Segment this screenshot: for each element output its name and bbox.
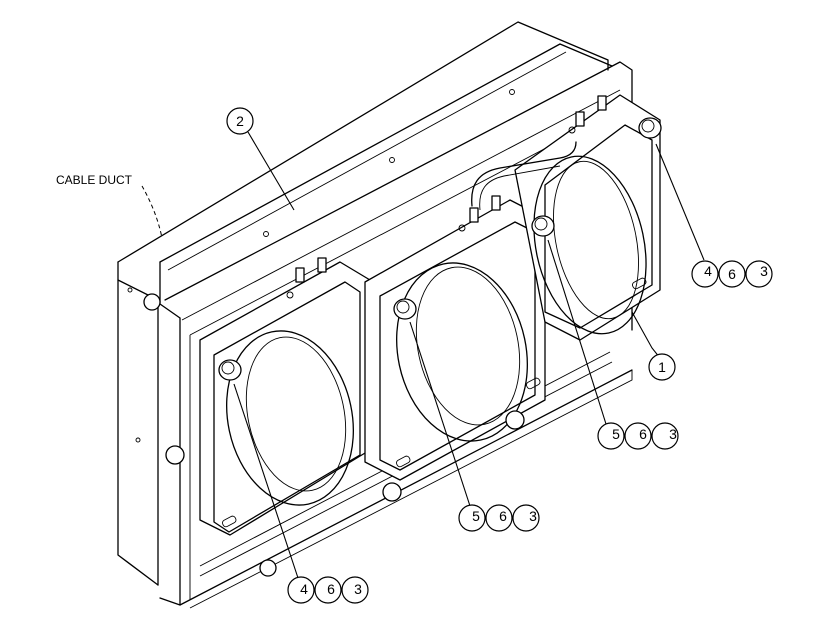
callout-5-6-3-mid-lower: 5 6 3 — [458, 504, 540, 532]
callout-number: 6 — [728, 266, 736, 282]
callout-4-6-3-left: 4 6 3 — [287, 576, 369, 604]
callout-5-6-3-mid-upper: 5 6 3 — [597, 422, 679, 450]
callout-number: 3 — [760, 263, 768, 279]
callout-number: 5 — [612, 426, 620, 442]
callout-4-6-3-right: 4 6 3 — [691, 260, 773, 288]
callout-number: 3 — [669, 426, 677, 442]
leader-lines — [141, 131, 705, 579]
callout-2: 2 — [226, 107, 254, 135]
callout-number: 6 — [499, 508, 507, 524]
cable-duct-label: CABLE DUCT — [56, 173, 133, 187]
left-current-transformer — [199, 257, 371, 536]
callout-number: 3 — [354, 581, 362, 597]
callout-number: 1 — [658, 359, 666, 375]
callout-number: 4 — [704, 263, 712, 279]
right-current-transformer — [514, 94, 661, 341]
callout-number: 2 — [236, 113, 244, 129]
callout-number: 6 — [327, 581, 335, 597]
callout-number: 3 — [529, 508, 537, 524]
callout-1: 1 — [648, 353, 676, 381]
middle-current-transformer — [364, 195, 546, 481]
callout-number: 6 — [639, 426, 647, 442]
callout-number: 5 — [472, 508, 480, 524]
wire-loop — [471, 141, 577, 207]
mounting-hardware — [143, 117, 662, 577]
callout-number: 4 — [300, 581, 308, 597]
